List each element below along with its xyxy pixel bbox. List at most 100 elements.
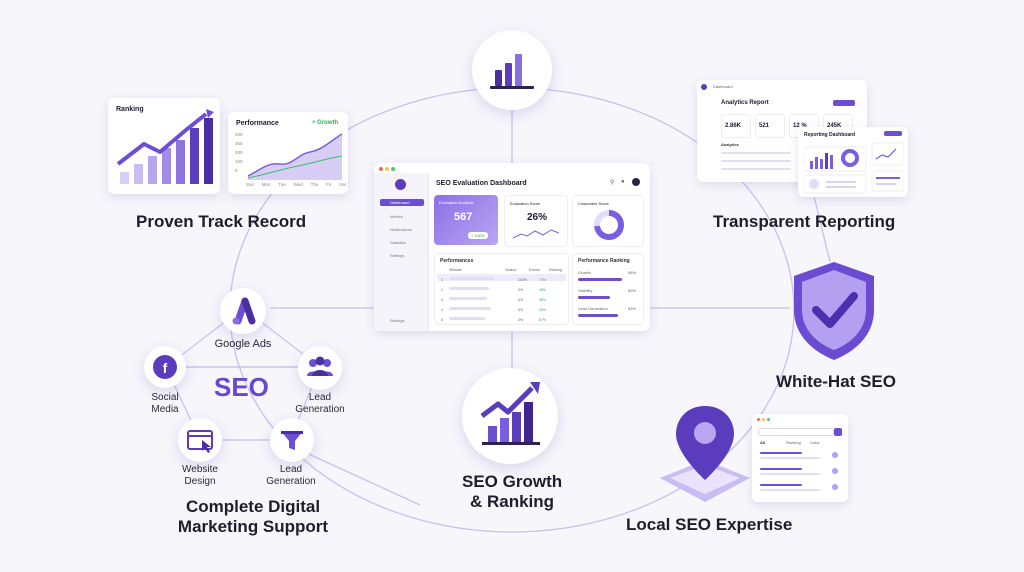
app-logo	[395, 179, 406, 190]
result-check-icon	[832, 452, 838, 458]
growth-chart-icon	[480, 382, 540, 445]
sidebar-item-metrics[interactable]: Metrics	[390, 214, 403, 219]
ranking-panel-title: Performance Ranking	[578, 258, 630, 264]
result-line	[760, 489, 820, 491]
map-pin-icon	[660, 406, 750, 502]
shield-check-icon	[794, 262, 874, 360]
ranking-bar	[578, 278, 622, 281]
kpi-evaluation-card: Evaluation Analysis 567 + 106%	[434, 195, 498, 245]
row-bar	[449, 317, 485, 320]
analytics-row	[721, 152, 791, 154]
window-dot	[757, 418, 760, 421]
ranking-card: Ranking	[108, 98, 220, 194]
col-website: Website	[449, 268, 462, 272]
events-value: 67%	[539, 318, 547, 322]
complete-line1: Complete Digital	[185, 497, 321, 516]
svg-text:f: f	[163, 360, 168, 376]
sidebar-item-settings[interactable]: Settings	[390, 253, 405, 258]
lead-funnel-label: Lead Generation	[260, 464, 322, 488]
table-row-numbers: 1 2 3 4 5	[441, 275, 443, 325]
ranking-label: Growth	[578, 270, 591, 275]
tab-links[interactable]: Links	[810, 440, 820, 445]
col-events: Events	[529, 268, 540, 272]
x-tick: Thu	[310, 182, 319, 187]
row-bar	[449, 297, 487, 300]
customers-donut	[594, 210, 624, 240]
visitors-value: 6%	[518, 298, 524, 302]
growth-chart-icon-badge	[462, 368, 558, 464]
result-title	[760, 452, 802, 454]
sidebar-item-statistics[interactable]: Statistics	[390, 240, 407, 245]
window-minimize-dot[interactable]	[385, 167, 389, 171]
x-tick: Wed	[293, 182, 303, 187]
tab-ranking[interactable]: Ranking	[786, 440, 801, 445]
seo-growth-line1: SEO Growth	[462, 472, 563, 491]
reporting-graphics	[804, 142, 904, 194]
sidebar-item-notifications[interactable]: Notifications	[390, 227, 412, 232]
y-tick: 0	[235, 168, 238, 173]
local-search-button[interactable]	[834, 428, 842, 436]
ranking-bars	[116, 109, 214, 184]
google-ads-node	[220, 288, 266, 334]
result-check-icon	[832, 468, 838, 474]
x-tick: Mon	[261, 182, 271, 187]
google-ads-icon	[232, 297, 256, 325]
kpi-customers-card: Customers Score	[572, 195, 644, 247]
local-search-card: All Ranking Links	[752, 414, 848, 502]
bell-icon[interactable]: ●	[621, 179, 625, 185]
events-value: 70%	[539, 278, 547, 282]
result-line	[760, 457, 820, 459]
social-media-label: Social Media	[140, 392, 190, 416]
proven-track-caption: Proven Track Record	[136, 212, 307, 231]
dashboard-sidebar: Dashboard Metrics Notifications Statisti…	[374, 173, 429, 331]
local-search-input[interactable]	[758, 428, 834, 436]
local-seo-caption: Local SEO Expertise	[626, 515, 793, 534]
lead-generation-node	[298, 346, 342, 390]
web-line2: Design	[184, 476, 216, 487]
table-row-highlight	[437, 274, 566, 281]
ranking-value: 69%	[628, 288, 637, 293]
sidebar-item-dashboard[interactable]: Dashboard	[380, 199, 424, 206]
bar-chart-icon-badge	[472, 30, 552, 110]
row-number: 3	[441, 298, 443, 302]
visitors-col: 100% 3% 6% 6% 3%	[518, 275, 527, 325]
analytics-row	[721, 160, 791, 162]
lead-funnel-node	[270, 418, 314, 462]
analytics-action-button[interactable]	[833, 100, 855, 106]
ranking-label: Lead Generation	[578, 306, 608, 311]
white-hat-caption: White-Hat SEO	[776, 372, 896, 391]
facebook-icon: f	[153, 355, 177, 379]
x-tick: Fri	[326, 182, 332, 187]
lead1-line1: Lead	[308, 392, 332, 403]
ranking-card-title: Ranking	[116, 106, 144, 113]
seo-dashboard-window: Dashboard Metrics Notifications Statisti…	[374, 163, 650, 331]
complete-line2: Marketing Support	[177, 517, 329, 536]
transparent-reporting-caption: Transparent Reporting	[713, 212, 896, 231]
sidebar-settings-bottom[interactable]: Settings	[390, 318, 405, 323]
reporting-action-button[interactable]	[884, 131, 902, 136]
lead-generation-label: Lead Generation	[290, 392, 350, 416]
analytics-section-label: Analytics	[721, 142, 739, 147]
performance-x-ticks: Sun Mon Tue Wed Thu Fri Sat	[246, 182, 346, 187]
search-icon[interactable]: ⚲	[610, 180, 615, 186]
kpi1-label: Evaluation Analysis	[439, 200, 474, 205]
row-number: 4	[441, 308, 443, 312]
seo-growth-caption: SEO Growth & Ranking	[462, 472, 562, 512]
performances-title: Performances	[440, 258, 474, 264]
ranking-label: Visibility	[578, 288, 593, 293]
visitors-value: 3%	[518, 288, 524, 292]
result-check-icon	[832, 484, 838, 490]
col-ranking: Ranking	[549, 268, 562, 272]
window-close-dot[interactable]	[379, 167, 383, 171]
window-maximize-dot[interactable]	[391, 167, 395, 171]
row-number: 5	[441, 318, 443, 322]
events-value: 40%	[539, 308, 547, 312]
funnel-icon	[281, 431, 303, 450]
tab-all[interactable]: All	[760, 440, 766, 445]
users-icon	[307, 356, 333, 376]
reporting-title: Reporting Dashboard	[804, 132, 856, 138]
visitors-value: 100%	[518, 278, 527, 282]
y-tick: 400	[235, 132, 243, 137]
avatar[interactable]	[632, 178, 640, 186]
col-visitors: Visitors	[505, 268, 517, 272]
